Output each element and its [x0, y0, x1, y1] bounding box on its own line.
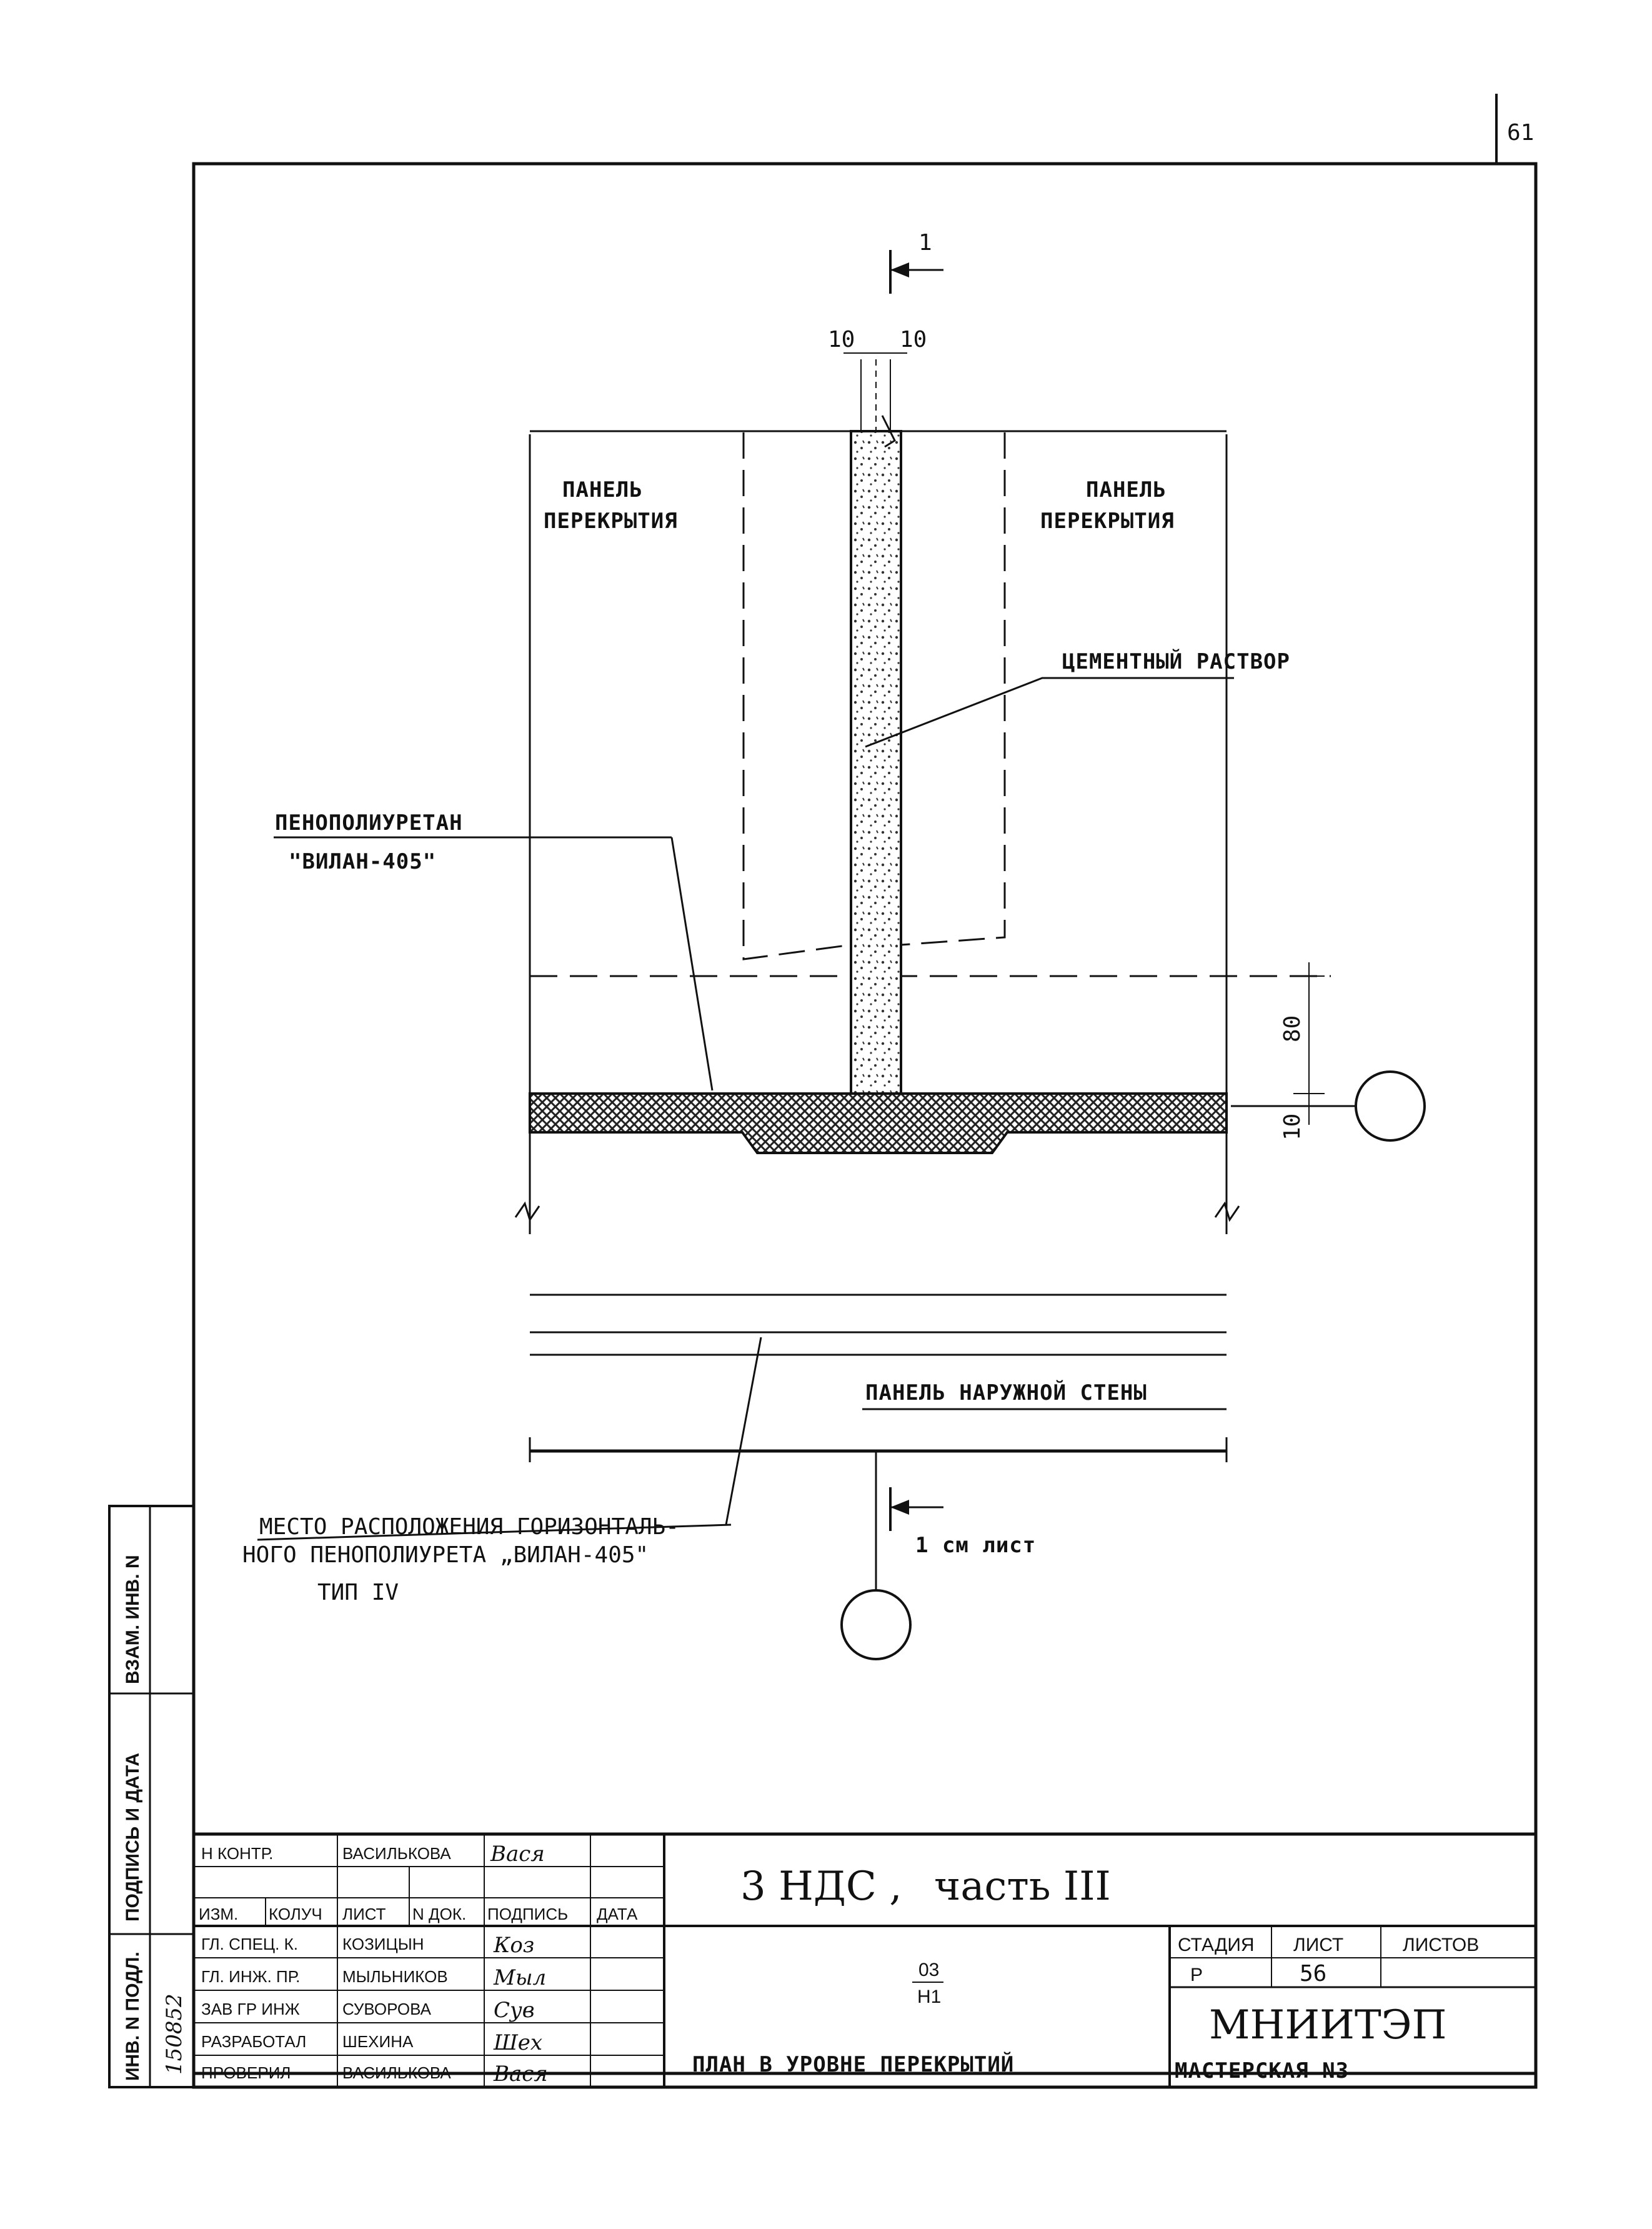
side-stamp-inv-value: 150852: [162, 1993, 187, 2075]
tb-name-0: КОЗИЦЫН: [342, 1935, 424, 1953]
tb-sign-3: Шех: [493, 2030, 542, 2055]
tb-nkontr-name: ВАСИЛЬКОВА: [342, 1844, 451, 1863]
tb-sheet-title: ПЛАН В УРОВНЕ ПЕРЕКРЫТИЙ: [692, 2052, 1014, 2077]
tb-project-main: 3 НДС ,: [740, 1863, 902, 1910]
section-mark-bottom-arrowhead: [890, 1500, 909, 1515]
tb-sign-4: Вася: [493, 2062, 548, 2087]
tb-role-1: ГЛ. ИНЖ. ПР.: [201, 1967, 300, 1986]
tb-h-izm: ИЗМ.: [199, 1905, 238, 1923]
tb-sign-0: Коз: [493, 1933, 534, 1958]
tb-h-list: ЛИСТ: [342, 1905, 386, 1923]
tb-role-4: ПРОВЕРИЛ: [201, 2063, 291, 2082]
foam-label-1: ПЕНОПОЛИУРЕТАН: [275, 810, 463, 835]
dim-80: 80: [1280, 1015, 1305, 1042]
panel-left-label-1: ПАНЕЛЬ: [562, 477, 643, 502]
tb-h-podpis: ПОДПИСЬ: [487, 1905, 568, 1923]
side-stamp-vzam: ВЗАМ. ИНВ. N: [122, 1555, 143, 1684]
tb-h-data: ДАТА: [597, 1905, 638, 1923]
joint-break-mark: [881, 415, 896, 448]
left-inner-dashed: [742, 432, 852, 960]
side-stamp-frame: [108, 1505, 195, 2088]
tb-nkontr-role: Н КОНТР.: [201, 1844, 273, 1863]
tb-code-num: 03: [918, 1960, 939, 1980]
dim-joint-right: 10: [900, 327, 927, 352]
tb-list-value: 56: [1300, 1961, 1326, 1987]
tb-name-4: ВАСИЛЬКОВА: [342, 2063, 451, 2082]
tb-stage-value: Р: [1190, 1965, 1203, 1985]
note-label-2: НОГО ПЕНОПОЛИУРЕТА „ВИЛАН-405": [242, 1542, 649, 1568]
panel-right-label-1: ПАНЕЛЬ: [1086, 477, 1167, 502]
tb-h-ndok: N ДОК.: [412, 1905, 466, 1923]
title-block: Н КОНТР. ВАСИЛЬКОВА Вася ИЗМ. КОЛУЧ ЛИСТ…: [192, 1832, 1538, 2089]
tb-role-2: ЗАВ ГР ИНЖ: [201, 2000, 300, 2018]
title-block-frame: [192, 1832, 1538, 2089]
right-break-line: [1214, 1201, 1240, 1222]
tb-name-1: МЫЛЬНИКОВ: [342, 1967, 448, 1986]
cement-mortar-joint: [850, 430, 902, 1095]
axis-marker-bottom: [840, 1589, 912, 1660]
outer-wall-label: ПАНЕЛЬ НАРУЖНОЙ СТЕНЫ: [865, 1380, 1147, 1405]
tb-list-label: ЛИСТ: [1293, 1935, 1343, 1955]
tb-nkontr-sign: Вася: [490, 1842, 545, 1867]
right-inner-dashed: [900, 432, 1006, 946]
tb-code-den: Н1: [917, 1987, 941, 2007]
foam-label-2: "ВИЛАН-405": [289, 849, 436, 874]
cement-label: ЦЕМЕНТНЫЙ РАСТВОР: [1062, 649, 1290, 674]
side-stamp-podpis: ПОДПИСЬ И ДАТА: [122, 1753, 143, 1922]
tb-role-3: РАЗРАБОТАЛ: [201, 2032, 306, 2051]
tb-workshop: МАСТЕРСКАЯ N3: [1175, 2058, 1349, 2083]
cement-leader: [865, 677, 1234, 748]
dim-10: 10: [1280, 1114, 1305, 1140]
side-stamp-inv: ИНВ. N ПОДЛ.: [122, 1952, 143, 2081]
tb-project-part: часть III: [934, 1863, 1111, 1910]
tb-org: МНИИТЭП: [1209, 2002, 1446, 2048]
panel-left-label-2: ПЕРЕКРЫТИЯ: [544, 509, 678, 534]
dim-joint-left: 10: [828, 327, 855, 352]
tb-name-2: СУВОРОВА: [342, 2000, 432, 2018]
sheet-number: 61: [1507, 120, 1534, 146]
tb-sign-1: Мыл: [493, 1965, 546, 1990]
note-label-3: ТИП IV: [317, 1580, 399, 1605]
tb-h-koluch: КОЛУЧ: [269, 1905, 322, 1923]
note-underline: [257, 1523, 732, 1541]
left-break-line: [514, 1201, 540, 1222]
note-leader: [725, 1337, 762, 1525]
note-label-1: МЕСТО РАСПОЛОЖЕНИЯ ГОРИЗОНТАЛЬ-: [259, 1514, 679, 1540]
drawing-frame: [192, 162, 1538, 2075]
tb-name-3: ШЕХИНА: [342, 2032, 414, 2051]
tb-sign-2: Сув: [494, 1998, 535, 2023]
side-stamp: ВЗАМ. ИНВ. N ПОДПИСЬ И ДАТА ИНВ. N ПОДЛ.…: [108, 1505, 195, 2088]
section-mark-top-label: 1: [918, 230, 932, 256]
foam-leader: [670, 837, 714, 1091]
foam-strip: [529, 1092, 1228, 1154]
tb-role-0: ГЛ. СПЕЦ. К.: [201, 1935, 298, 1953]
panel-right-label-2: ПЕРЕКРЫТИЯ: [1040, 509, 1175, 534]
tb-listov-label: ЛИСТОВ: [1403, 1935, 1479, 1955]
floor-plan-detail: 1 1 см лист 10 10 80 10 ПАНЕЛЬ ПЕРЕКРЫТИ…: [242, 230, 1426, 1660]
section-mark-top-arrowhead: [890, 262, 909, 277]
tb-stage-label: СТАДИЯ: [1178, 1935, 1255, 1955]
section-mark-bottom-label: 1 см лист: [915, 1533, 1036, 1558]
axis-marker-right: [1355, 1070, 1426, 1142]
